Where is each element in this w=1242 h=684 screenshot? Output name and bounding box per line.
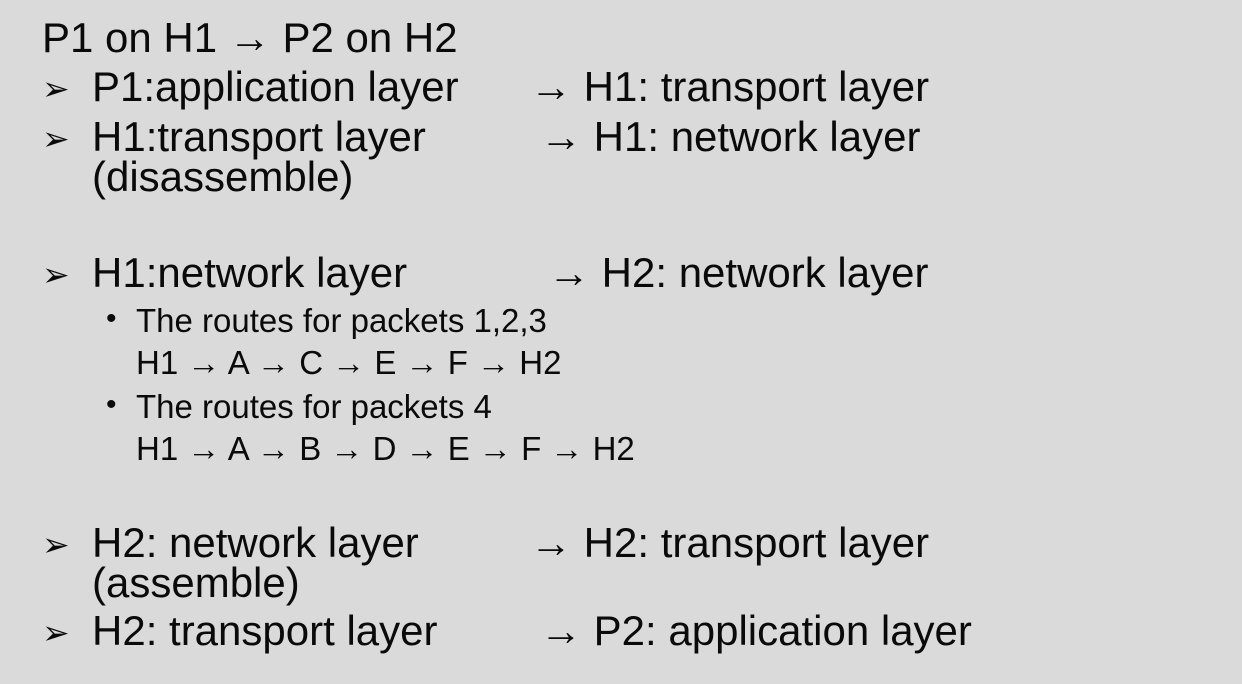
sub-bullet-dot-icon: •	[106, 388, 117, 421]
route-2-label: The routes for packets 4	[136, 388, 492, 425]
route-2-path: H1 → A → B → D → E → F → H2	[136, 430, 635, 467]
item-2-source: H1:transport layer	[92, 113, 426, 160]
item-4-note: (assemble)	[92, 559, 300, 606]
item-1-destination: → H1: transport layer	[530, 63, 930, 110]
item-3-source: H1:network layer	[92, 249, 408, 296]
bullet-arrow-icon: ➢	[42, 526, 70, 563]
item-3-destination: → H2: network layer	[548, 249, 929, 296]
bullet-arrow-icon: ➢	[42, 70, 70, 107]
item-5-destination: → P2: application layer	[540, 607, 972, 654]
slide-title: P1 on H1 → P2 on H2	[42, 14, 458, 61]
route-1-path: H1 → A → C → E → F → H2	[136, 344, 562, 381]
item-2-note: (disassemble)	[92, 153, 354, 200]
bullet-arrow-icon: ➢	[42, 614, 70, 651]
sub-bullet-dot-icon: •	[106, 302, 117, 335]
item-1-source: P1:application layer	[92, 63, 459, 110]
item-2-destination: → H1: network layer	[540, 113, 921, 160]
item-4-source: H2: network layer	[92, 519, 419, 566]
route-1-label: The routes for packets 1,2,3	[136, 302, 547, 339]
bullet-arrow-icon: ➢	[42, 120, 70, 157]
bullet-arrow-icon: ➢	[42, 256, 70, 293]
item-4-destination: → H2: transport layer	[530, 519, 930, 566]
item-5-source: H2: transport layer	[92, 607, 438, 654]
